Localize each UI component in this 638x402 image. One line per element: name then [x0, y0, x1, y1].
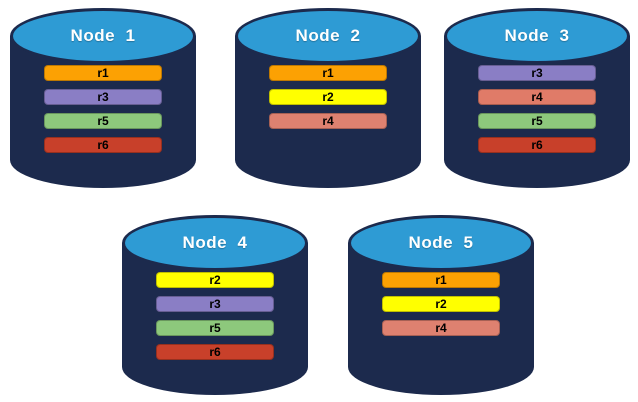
replica-bar-r2: r2 — [156, 272, 274, 288]
replica-bar-r1: r1 — [44, 65, 162, 81]
node-3-cylinder: Node 3 r3 r4 r5 r6 — [444, 8, 630, 188]
replica-label: r3 — [531, 66, 543, 80]
node-5-cylinder: Node 5 r1 r2 r4 — [348, 215, 534, 395]
replica-bar-r6: r6 — [156, 344, 274, 360]
replica-label: r6 — [531, 138, 543, 152]
replica-label: r1 — [435, 273, 447, 287]
replica-label: r4 — [531, 90, 543, 104]
replica-bar-r5: r5 — [478, 113, 596, 129]
node-2-label: Node 2 — [295, 26, 361, 45]
node-3-cylinder-top: Node 3 — [444, 8, 630, 64]
node-5-label: Node 5 — [408, 233, 474, 252]
node-1-label: Node 1 — [70, 26, 136, 45]
node-1-replica-list: r1 r3 r5 r6 — [44, 65, 162, 161]
replica-bar-r3: r3 — [156, 296, 274, 312]
replica-bar-r6: r6 — [478, 137, 596, 153]
node-2-cylinder: Node 2 r1 r2 r4 — [235, 8, 421, 188]
replica-bar-r4: r4 — [478, 89, 596, 105]
replica-bar-r1: r1 — [382, 272, 500, 288]
node-1-cylinder: Node 1 r1 r3 r5 r6 — [10, 8, 196, 188]
replica-bar-r1: r1 — [269, 65, 387, 81]
replica-label: r5 — [97, 114, 109, 128]
node-3-label: Node 3 — [504, 26, 570, 45]
node-4-cylinder: Node 4 r2 r3 r5 r6 — [122, 215, 308, 395]
node-2-replica-list: r1 r2 r4 — [269, 65, 387, 137]
replica-label: r6 — [97, 138, 109, 152]
node-4-cylinder-top: Node 4 — [122, 215, 308, 271]
node-3-replica-list: r3 r4 r5 r6 — [478, 65, 596, 161]
replica-bar-r3: r3 — [44, 89, 162, 105]
replica-label: r6 — [209, 345, 221, 359]
node-5-replica-list: r1 r2 r4 — [382, 272, 500, 344]
node-1-cylinder-top: Node 1 — [10, 8, 196, 64]
replica-bar-r6: r6 — [44, 137, 162, 153]
replica-label: r1 — [322, 66, 334, 80]
replica-label: r5 — [209, 321, 221, 335]
node-4-replica-list: r2 r3 r5 r6 — [156, 272, 274, 368]
node-5-cylinder-top: Node 5 — [348, 215, 534, 271]
replica-bar-r5: r5 — [44, 113, 162, 129]
replica-bar-r2: r2 — [269, 89, 387, 105]
node-4-label: Node 4 — [182, 233, 248, 252]
replica-label: r5 — [531, 114, 543, 128]
replica-label: r2 — [322, 90, 334, 104]
node-2-cylinder-top: Node 2 — [235, 8, 421, 64]
replica-label: r3 — [97, 90, 109, 104]
replica-label: r4 — [435, 321, 447, 335]
replica-label: r4 — [322, 114, 334, 128]
replica-bar-r4: r4 — [382, 320, 500, 336]
replica-label: r2 — [209, 273, 221, 287]
replica-label: r3 — [209, 297, 221, 311]
replica-label: r2 — [435, 297, 447, 311]
replica-bar-r5: r5 — [156, 320, 274, 336]
replica-bar-r4: r4 — [269, 113, 387, 129]
replica-bar-r2: r2 — [382, 296, 500, 312]
replica-label: r1 — [97, 66, 109, 80]
replica-bar-r3: r3 — [478, 65, 596, 81]
